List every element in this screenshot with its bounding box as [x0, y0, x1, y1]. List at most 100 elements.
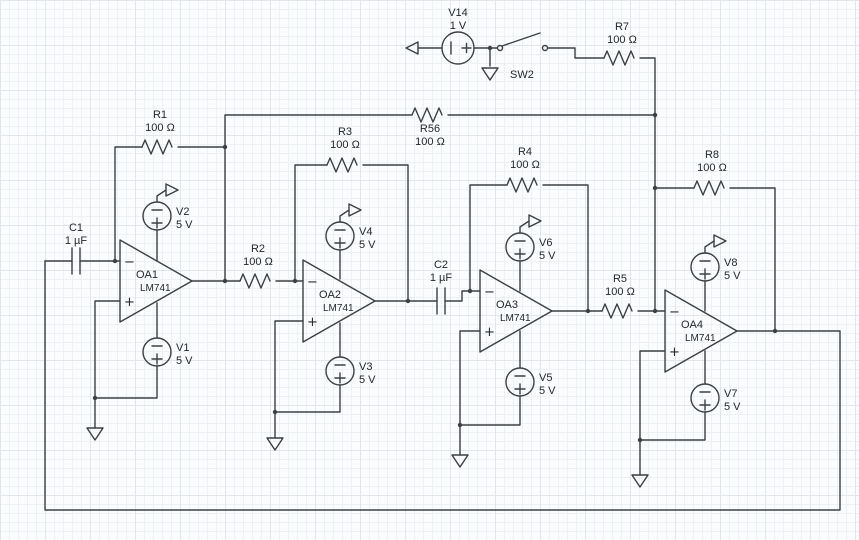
junction-dot [457, 422, 463, 428]
wire[interactable] [542, 184, 589, 312]
junction-dot [585, 308, 591, 314]
resistor-zigzag [411, 107, 443, 123]
voltage-source-V6[interactable]: V6 5 V [505, 232, 556, 262]
V7-ref-label: V7 [724, 388, 737, 400]
ground-symbol-oa1[interactable] [86, 427, 104, 441]
net-flag-icon[interactable] [405, 41, 443, 55]
resistor-R1[interactable]: R1 100 Ω [141, 109, 175, 155]
V4-value-label: 5 V [359, 239, 376, 251]
source-circle [690, 252, 720, 282]
R56-ref-label: R56 [420, 123, 440, 135]
wire[interactable] [294, 164, 328, 282]
flag-triangle [348, 203, 362, 217]
ground-symbol-oa2[interactable] [266, 437, 284, 451]
wire[interactable] [459, 330, 481, 456]
capacitor-C1[interactable]: C1 1 µF [65, 222, 88, 275]
ground-symbol-sw2[interactable] [481, 67, 499, 81]
resistor-R4[interactable]: R4 100 Ω [506, 146, 540, 193]
source-circle [690, 383, 720, 413]
R3-ref-label: R3 [338, 126, 352, 138]
junction-dot [652, 308, 658, 314]
junction-dot [467, 288, 473, 294]
R56-value-label: 100 Ω [415, 136, 445, 148]
wire[interactable] [114, 146, 143, 262]
opamp-OA3[interactable]: − + OA3 LM741 [479, 269, 553, 353]
wire[interactable] [94, 365, 158, 399]
wire[interactable] [639, 411, 706, 441]
ground-triangle [631, 474, 649, 488]
ground-symbol-oa3[interactable] [451, 454, 469, 468]
resistor-R5[interactable]: R5 100 Ω [601, 273, 635, 319]
flag-triangle [165, 183, 179, 197]
inverting-input-sign: − [307, 275, 318, 290]
wire[interactable] [469, 184, 508, 292]
C2-value-label: 1 µF [430, 272, 453, 284]
voltage-source-V8[interactable]: V8 5 V [690, 252, 741, 282]
source-plus [151, 217, 163, 229]
resistor-zigzag [239, 273, 271, 289]
R1-ref-label: R1 [153, 109, 167, 121]
wire[interactable] [459, 395, 521, 426]
OA3-part-label: LM741 [500, 313, 531, 324]
voltage-source-V1[interactable]: V1 5 V [142, 337, 193, 367]
voltage-source-V14[interactable]: V14 1 V [441, 7, 475, 65]
wire[interactable] [362, 164, 409, 302]
source-circle [441, 31, 475, 65]
R4-ref-label: R4 [518, 146, 532, 158]
junction-dot [92, 395, 98, 401]
resistor-R7[interactable]: R7 100 Ω [603, 21, 637, 66]
resistor-R2[interactable]: R2 100 Ω [239, 243, 273, 289]
V2-value-label: 5 V [176, 219, 193, 231]
wire[interactable] [729, 187, 776, 332]
opamp-OA1[interactable]: − + OA1 LM741 [119, 239, 193, 323]
R7-ref-label: R7 [615, 21, 629, 33]
wire[interactable] [274, 384, 341, 413]
resistor-zigzag [693, 180, 725, 196]
switch-SW2[interactable]: SW2 [496, 32, 549, 81]
wire[interactable] [94, 300, 121, 429]
ground-symbol-oa4[interactable] [631, 474, 649, 488]
source-plus [151, 353, 163, 365]
resistor-R56[interactable]: R56 100 Ω [411, 107, 445, 148]
wire[interactable] [639, 57, 656, 312]
junction-dot [222, 278, 228, 284]
capacitor-C2[interactable]: C2 1 µF [430, 259, 453, 315]
flag-stem [156, 189, 167, 203]
R8-value-label: 100 Ω [697, 162, 727, 174]
voltage-source-V5[interactable]: V5 5 V [505, 367, 556, 397]
net-flag-icon[interactable] [339, 203, 362, 223]
net-flag-icon[interactable] [519, 214, 542, 234]
V5-ref-label: V5 [539, 372, 552, 384]
OA1-ref-label: OA1 [136, 269, 158, 281]
net-flag-icon[interactable] [704, 234, 727, 254]
voltage-source-V7[interactable]: V7 5 V [690, 383, 741, 413]
R5-value-label: 100 Ω [605, 286, 635, 298]
voltage-source-V4[interactable]: V4 5 V [325, 221, 376, 251]
V7-value-label: 5 V [724, 401, 741, 413]
wire[interactable] [274, 320, 304, 439]
C1-ref-label: C1 [69, 222, 83, 234]
flag-stem [339, 209, 350, 223]
resistor-zigzag [603, 50, 635, 66]
wire[interactable] [639, 350, 666, 476]
OA4-ref-label: OA4 [681, 319, 703, 331]
noninverting-input-sign: + [124, 295, 135, 310]
source-plus [514, 383, 526, 395]
inverting-input-sign: − [484, 285, 495, 300]
resistor-R8[interactable]: R8 100 Ω [693, 149, 727, 196]
source-circle [142, 337, 172, 367]
resistor-R3[interactable]: R3 100 Ω [326, 126, 360, 173]
wire[interactable] [224, 114, 413, 282]
switch-terminal [496, 44, 504, 52]
source-plus [699, 399, 711, 411]
voltage-source-V3[interactable]: V3 5 V [325, 356, 376, 386]
voltage-source-V2[interactable]: V2 5 V [142, 201, 193, 231]
opamp-OA4[interactable]: − + OA4 LM741 [664, 289, 738, 373]
wire[interactable] [444, 290, 481, 302]
wire[interactable] [547, 47, 605, 59]
opamp-OA2[interactable]: − + OA2 LM741 [302, 259, 376, 343]
capacitor-plates [71, 247, 81, 275]
wire[interactable] [44, 260, 841, 511]
net-flag-icon[interactable] [156, 183, 179, 203]
source-circle [505, 367, 535, 397]
